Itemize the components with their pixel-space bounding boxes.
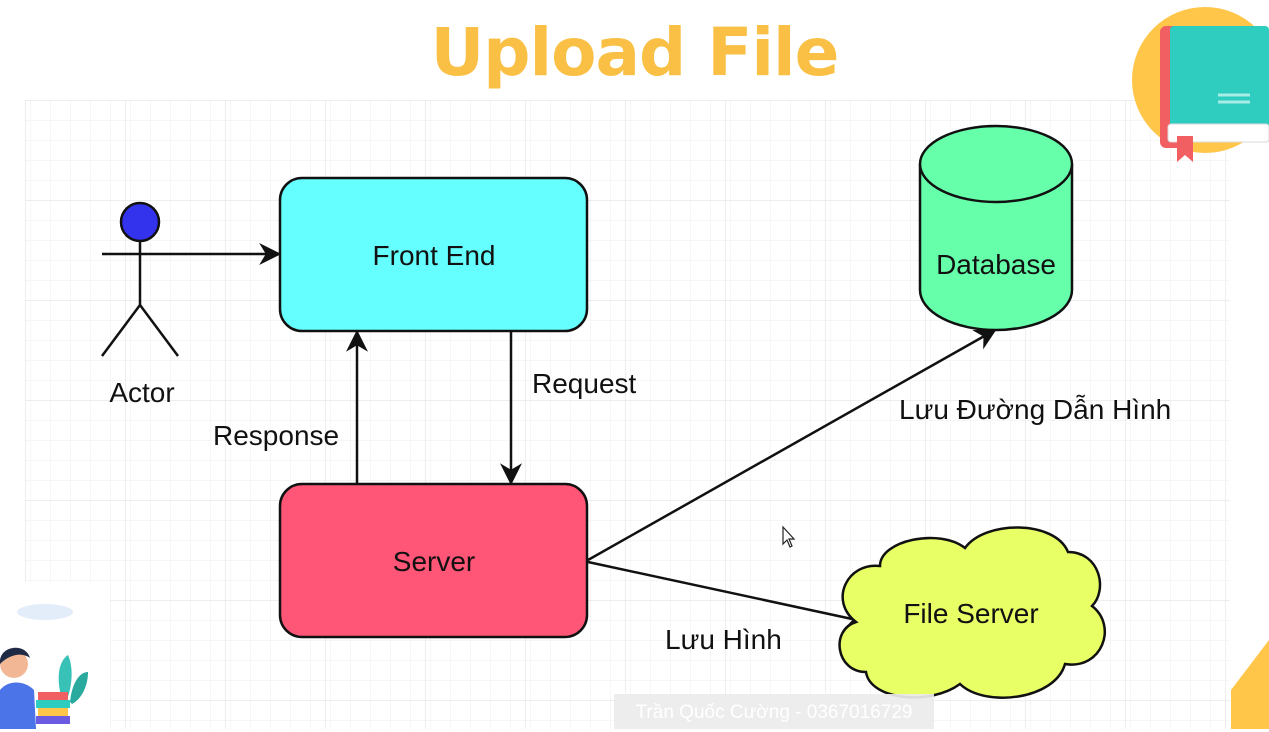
server-label: Server [393,546,475,577]
person-with-books-illustration [0,582,110,729]
database-cylinder [918,164,1074,332]
front-end-node[interactable]: Front End [278,176,589,333]
front-end-box [278,176,589,333]
edge-label-save-path: Lưu Đường Dẫn Hình [899,394,1171,425]
database-label: Database [936,249,1056,280]
book-cover [1170,26,1269,140]
file-server-cloud [838,526,1106,699]
edge-label-request: Request [532,368,637,399]
actor-leg-left [100,304,142,357]
watermark: Trần Quốc Cường - 0367016729 [614,694,934,729]
database-top [918,124,1074,204]
actor-leg-right [138,304,180,357]
actor[interactable]: Actor [100,201,180,408]
file-server-node[interactable]: File Server [838,526,1106,699]
actor-label: Actor [109,377,174,408]
edge-label-save-image: Lưu Hình [665,624,782,655]
book-stack [36,716,70,724]
file-server-label: File Server [903,598,1038,629]
cloud-shape [17,604,73,620]
person-body [0,682,36,729]
database-node[interactable]: Database [918,124,1074,332]
book-stack [38,708,68,716]
bookmark-ribbon [1177,136,1193,162]
corner-decoration [1231,640,1269,729]
plant-leaf [70,672,88,704]
server-box [278,482,589,639]
edge-save-image [587,560,869,629]
edge-label-response: Response [213,420,339,451]
book-illustration [1132,7,1269,162]
actor-head [119,201,161,243]
slide-title: Upload File [430,14,840,91]
edge-save-path [587,328,997,562]
server-node[interactable]: Server [278,482,589,639]
plant-leaf [58,655,72,702]
front-end-label: Front End [373,240,496,271]
book-pages [1167,123,1269,143]
mouse-cursor-icon [782,525,796,548]
book-stack [36,700,70,708]
person-hair [0,647,30,664]
book-stack [38,692,68,700]
